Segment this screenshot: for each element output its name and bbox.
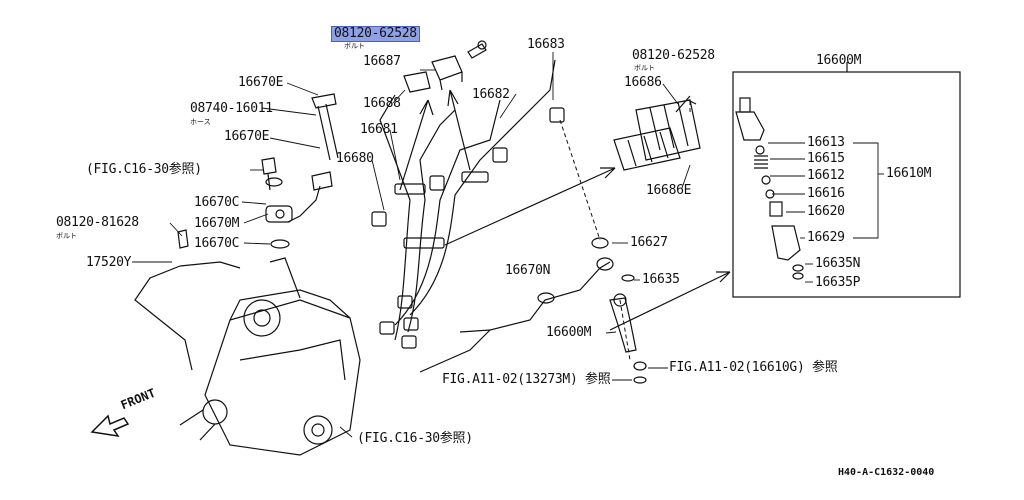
part-label-16610M[interactable]: 16610M: [886, 166, 932, 181]
reference-fig-c16-lower[interactable]: (FIG.C16-30参照): [357, 431, 473, 446]
hose-assembly: [265, 93, 339, 249]
clamp-16687: [431, 55, 463, 91]
part-label-16686[interactable]: 16686: [624, 75, 662, 90]
clamp-16686E: [613, 127, 681, 171]
part-label-16670C-lower[interactable]: 16670C: [194, 236, 240, 251]
part-label-16688[interactable]: 16688: [363, 96, 401, 111]
injection-pump: [179, 257, 361, 456]
bolt-right: [675, 95, 697, 113]
part-label-08740-16011[interactable]: 08740-16011: [190, 101, 273, 116]
part-label-16670E-upper[interactable]: 16670E: [238, 75, 284, 90]
injection-lines: [379, 59, 556, 341]
part-label-16615[interactable]: 16615: [807, 151, 845, 166]
part-label-16670N[interactable]: 16670N: [505, 263, 551, 278]
part-label-16613[interactable]: 16613: [807, 135, 845, 150]
sub-label-bolt-top: ボルト: [344, 42, 365, 50]
part-label-16680[interactable]: 16680: [336, 151, 374, 166]
part-label-16687[interactable]: 16687: [363, 54, 401, 69]
part-label-08120-62528-right[interactable]: 08120-62528: [632, 48, 715, 63]
part-label-16670E-lower[interactable]: 16670E: [224, 129, 270, 144]
part-label-08120-62528-highlighted[interactable]: 08120-62528: [331, 26, 420, 42]
reference-fig-a11-13273m[interactable]: FIG.A11-02(13273M) 参照: [442, 372, 611, 387]
part-label-16600M-inline[interactable]: 16600M: [546, 325, 592, 340]
sub-label-bolt-right: ボルト: [634, 64, 655, 72]
injector-exploded: [735, 97, 804, 280]
return-pipe-17520Y: [134, 265, 193, 371]
drawing-code: H40-A-C1632-0040: [838, 467, 935, 478]
part-label-16635N[interactable]: 16635N: [815, 256, 861, 271]
part-label-16635[interactable]: 16635: [642, 272, 680, 287]
part-label-16681[interactable]: 16681: [360, 122, 398, 137]
part-label-08120-81628[interactable]: 08120-81628: [56, 215, 139, 230]
reference-fig-c16-upper[interactable]: (FIG.C16-30参照): [86, 162, 202, 177]
part-label-16670C-upper[interactable]: 16670C: [194, 195, 240, 210]
clamp-16688: [403, 71, 431, 93]
reference-fig-a11-16610g[interactable]: FIG.A11-02(16610G) 参照: [669, 360, 838, 375]
part-label-16629[interactable]: 16629: [807, 230, 845, 245]
front-arrow: [90, 414, 130, 438]
line-nozzles: [371, 107, 565, 349]
part-label-16670M[interactable]: 16670M: [194, 216, 240, 231]
part-label-16627[interactable]: 16627: [630, 235, 668, 250]
part-label-17520Y[interactable]: 17520Y: [86, 255, 132, 270]
washer-16627: [591, 237, 609, 249]
clamp-16686: [635, 99, 701, 161]
bolt-top: [467, 40, 487, 59]
part-label-16620[interactable]: 16620: [807, 204, 845, 219]
leak-off-pipe: [419, 261, 611, 373]
part-label-16682[interactable]: 16682: [472, 87, 510, 102]
part-label-16600M-assembly[interactable]: 16600M: [816, 53, 862, 68]
part-label-16683[interactable]: 16683: [527, 37, 565, 52]
part-label-16635P[interactable]: 16635P: [815, 275, 861, 290]
part-label-16612[interactable]: 16612: [807, 168, 845, 183]
part-label-16616[interactable]: 16616: [807, 186, 845, 201]
sub-label-bolt-left: ボルト: [56, 232, 77, 240]
bolt-left: [177, 157, 277, 249]
sub-label-hose: ホース: [190, 118, 211, 126]
injector-16600M: [609, 293, 647, 384]
part-label-16686E[interactable]: 16686E: [646, 183, 692, 198]
